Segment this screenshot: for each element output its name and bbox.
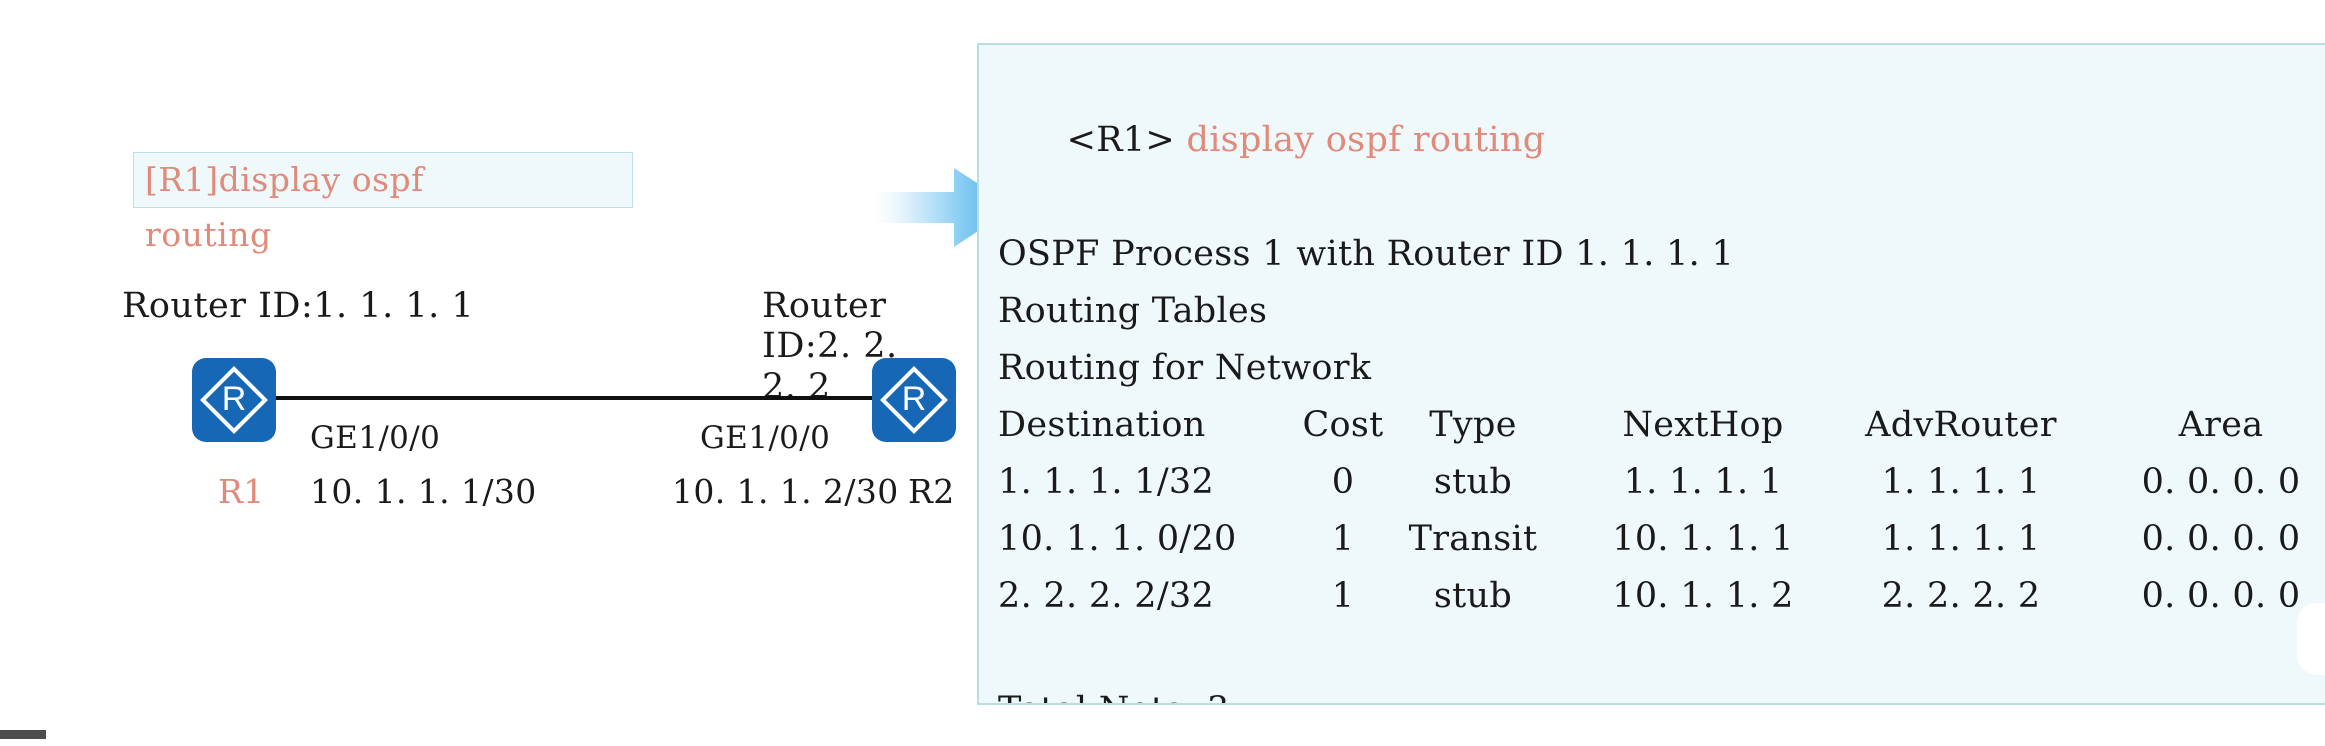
column-header-type: Type — [1429, 405, 1517, 445]
command-callout-line-1: [R1]display ospf — [145, 160, 424, 199]
cell-cost: 0 — [1331, 462, 1355, 502]
cell-advrouter: 2. 2. 2. 2 — [1881, 576, 2041, 616]
cell-type: Transit — [1408, 519, 1538, 559]
cell-area: 0. 0. 0. 0 — [2141, 519, 2301, 559]
table-row: 1. 1. 1. 1/32 0 stub 1. 1. 1. 1 1. 1. 1.… — [998, 454, 2325, 511]
command-callout-line-2: routing — [145, 215, 272, 254]
terminal-total-nets: Total Nets: 3 — [998, 682, 2325, 703]
right-interface-label: GE1/0/0 — [700, 420, 831, 456]
column-header-advrouter: AdvRouter — [1865, 405, 2057, 445]
cell-cost: 1 — [1331, 576, 1355, 616]
left-router-id-label: Router ID:1. 1. 1. 1 — [122, 286, 475, 326]
terminal-header-line-2: Routing Tables — [998, 291, 1268, 331]
terminal-header-line-3: Routing for Network — [998, 348, 1372, 388]
right-ip-label: 10. 1. 1. 2/30 — [672, 472, 899, 511]
router-glyph-letter: R — [221, 380, 247, 418]
node-label-r1: R1 — [218, 472, 265, 511]
cell-advrouter: 1. 1. 1. 1 — [1881, 462, 2041, 502]
terminal-output-panel: <R1> display ospf routing OSPF Process 1… — [977, 43, 2325, 705]
cell-nexthop: 10. 1. 1. 1 — [1612, 519, 1794, 559]
play-button-watermark-icon — [2289, 585, 2325, 681]
network-topology-diagram: [R1]display ospf routing Router ID:1. 1.… — [0, 0, 1000, 746]
right-arrow-icon — [862, 160, 1017, 255]
command-callout-box — [133, 152, 633, 208]
link-line — [276, 396, 872, 400]
router-glyph-letter: R — [901, 380, 927, 418]
routing-table-header-row: Destination Cost Type NextHop AdvRouter … — [998, 397, 2325, 454]
router-icon-r1: R — [192, 358, 276, 442]
node-label-r2: R2 — [908, 472, 955, 511]
left-ip-label: 10. 1. 1. 1/30 — [310, 472, 537, 511]
left-interface-label: GE1/0/0 — [310, 420, 441, 456]
column-header-area: Area — [2178, 405, 2264, 445]
table-row: 2. 2. 2. 2/32 1 stub 10. 1. 1. 2 2. 2. 2… — [998, 568, 2325, 625]
router-icon-r2: R — [872, 358, 956, 442]
cell-advrouter: 1. 1. 1. 1 — [1881, 519, 2041, 559]
terminal-command: display ospf routing — [1186, 120, 1546, 160]
cell-type: stub — [1433, 576, 1513, 616]
terminal-blank-line — [998, 625, 2325, 682]
table-row: 10. 1. 1. 0/20 1 Transit 10. 1. 1. 1 1. … — [998, 511, 2325, 568]
cell-nexthop: 1. 1. 1. 1 — [1623, 462, 1783, 502]
cell-destination: 1. 1. 1. 1/32 — [998, 462, 1215, 502]
terminal-prompt: <R1> — [1066, 120, 1176, 160]
cell-destination: 10. 1. 1. 0/20 — [998, 519, 1237, 559]
cell-destination: 2. 2. 2. 2/32 — [998, 576, 1215, 616]
cell-type: stub — [1433, 462, 1513, 502]
bottom-left-stub-bar — [0, 730, 46, 739]
cell-cost: 1 — [1331, 519, 1355, 559]
column-header-destination: Destination — [998, 405, 1206, 445]
column-header-cost: Cost — [1302, 405, 1384, 445]
column-header-nexthop: NextHop — [1622, 405, 1784, 445]
cell-nexthop: 10. 1. 1. 2 — [1612, 576, 1794, 616]
cell-area: 0. 0. 0. 0 — [2141, 576, 2301, 616]
terminal-command-line: <R1> display ospf routing — [998, 55, 2325, 226]
cell-area: 0. 0. 0. 0 — [2141, 462, 2301, 502]
terminal-header-line-1: OSPF Process 1 with Router ID 1. 1. 1. 1 — [998, 234, 1735, 274]
